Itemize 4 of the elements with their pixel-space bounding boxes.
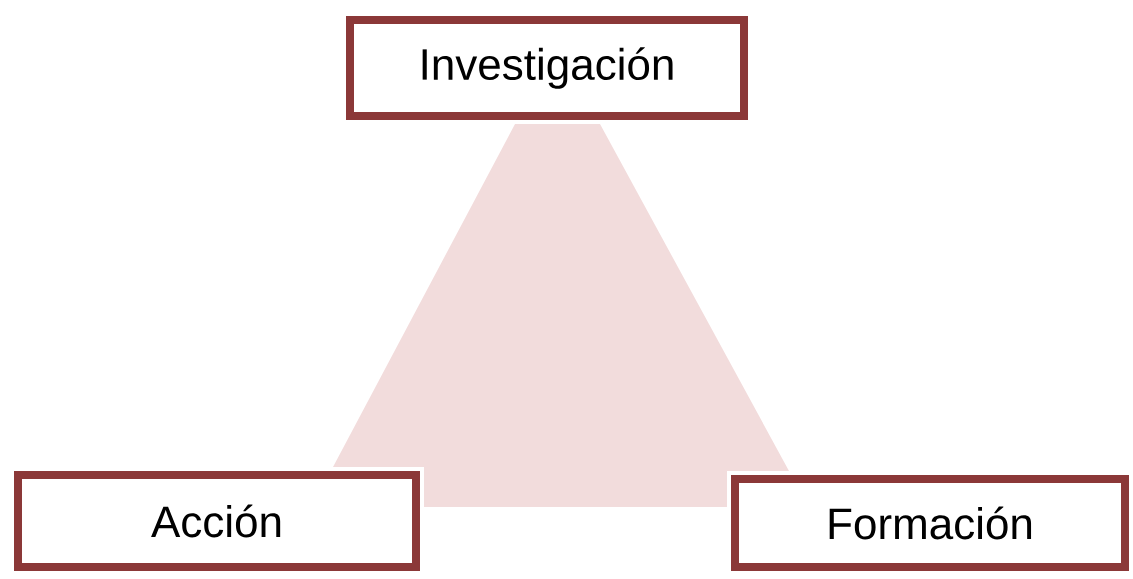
- triangle: [333, 124, 789, 507]
- label-box: Acción: [14, 471, 420, 571]
- label-box: Investigación: [346, 16, 748, 120]
- label-box: Formación: [731, 475, 1129, 571]
